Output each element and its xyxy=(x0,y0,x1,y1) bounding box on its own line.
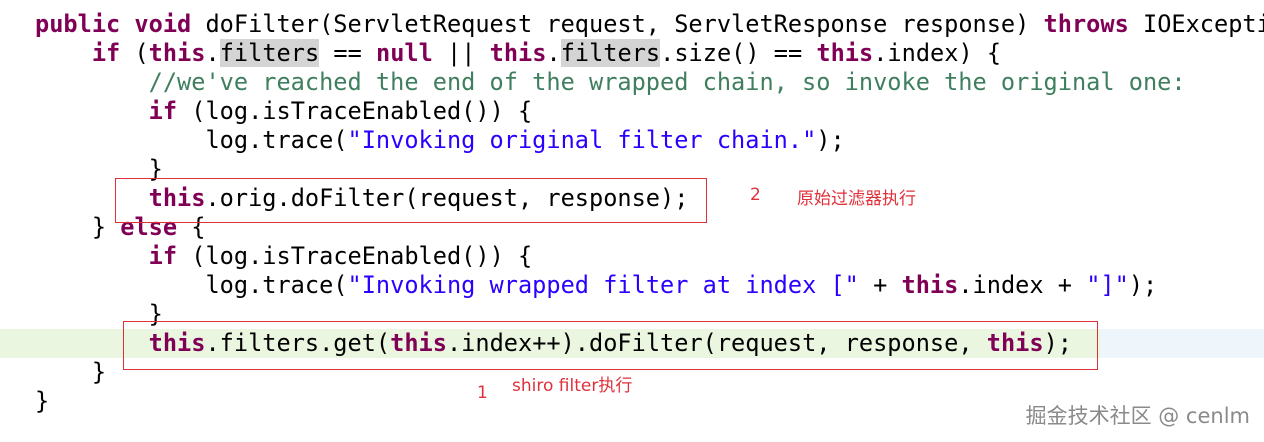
code-line[interactable]: this.filters.get(this.index++).doFilter(… xyxy=(35,329,1072,358)
code-line[interactable]: } xyxy=(35,387,49,416)
code-string: "Invoking wrapped filter at index [" xyxy=(347,271,859,299)
code-token xyxy=(35,68,149,96)
code-token: } xyxy=(35,387,50,415)
code-keyword: this xyxy=(489,39,547,67)
code-token: ); xyxy=(1128,271,1158,299)
code-token: || xyxy=(432,39,490,67)
annotation-number-1: 1 xyxy=(477,383,488,403)
code-token: .index++).doFilter(request, response, xyxy=(446,329,987,357)
code-keyword: else xyxy=(120,213,178,241)
current-line-highlight xyxy=(0,329,1264,358)
code-string: "]" xyxy=(1086,271,1129,299)
code-keyword: if xyxy=(91,39,121,67)
code-keyword: this xyxy=(148,329,206,357)
code-occurrence: filters xyxy=(560,39,661,67)
code-line[interactable]: if (this.filters == null || this.filters… xyxy=(35,39,1001,68)
code-string: "Invoking original filter chain." xyxy=(347,126,817,154)
code-line[interactable]: public void doFilter(ServletRequest requ… xyxy=(35,10,1264,39)
code-token: (log.isTraceEnabled()) { xyxy=(177,242,533,270)
code-token: } xyxy=(35,213,121,241)
code-token: } xyxy=(35,155,163,183)
code-line[interactable]: } xyxy=(35,358,106,387)
code-token: .index + xyxy=(958,271,1087,299)
code-token: .filters.get( xyxy=(205,329,391,357)
code-line[interactable]: log.trace("Invoking original filter chai… xyxy=(35,126,845,155)
code-token xyxy=(35,242,149,270)
code-token: (log.isTraceEnabled()) { xyxy=(177,97,533,125)
code-line[interactable]: //we've reached the end of the wrapped c… xyxy=(35,68,1186,97)
annotation-box-original-filter xyxy=(115,178,707,223)
annotation-label-original-filter: 原始过滤器执行 xyxy=(797,189,916,209)
annotation-number-2: 2 xyxy=(750,185,761,205)
code-line[interactable]: if (log.isTraceEnabled()) { xyxy=(35,97,533,126)
code-keyword: public void xyxy=(35,10,206,38)
code-keyword: if xyxy=(148,242,178,270)
code-token: } xyxy=(35,358,107,386)
code-keyword: this xyxy=(148,184,206,212)
code-token: log.trace( xyxy=(35,126,348,154)
annotation-label-shiro-filter: shiro filter执行 xyxy=(512,376,633,396)
code-keyword: throws xyxy=(1043,10,1129,38)
code-token: log.trace( xyxy=(35,271,348,299)
code-token: == xyxy=(319,39,376,67)
code-comment: //we've reached the end of the wrapped c… xyxy=(148,68,1186,96)
annotation-box-shiro-filter xyxy=(123,321,1098,370)
code-keyword: null xyxy=(375,39,433,67)
code-token: .orig.doFilter(request, response); xyxy=(205,184,689,212)
code-token: doFilter(ServletRequest request, Servlet… xyxy=(205,10,1044,38)
code-line[interactable]: this.orig.doFilter(request, response); xyxy=(35,184,689,213)
code-line[interactable]: } xyxy=(35,155,163,184)
code-keyword: this xyxy=(986,329,1044,357)
code-token: + xyxy=(858,271,902,299)
code-token: . xyxy=(546,39,561,67)
code-line[interactable]: log.trace("Invoking wrapped filter at in… xyxy=(35,271,1157,300)
code-keyword: this xyxy=(901,271,959,299)
watermark: 掘金技术社区 @ cenlm xyxy=(1025,404,1250,428)
code-token: { xyxy=(177,213,206,241)
code-token: ); xyxy=(1043,329,1072,357)
code-token xyxy=(35,97,149,125)
code-token: ); xyxy=(816,126,845,154)
code-line[interactable]: } else { xyxy=(35,213,206,242)
code-token: .index) { xyxy=(873,39,1002,67)
code-token xyxy=(35,39,92,67)
code-token: IOExceptio xyxy=(1142,10,1264,38)
code-token: . xyxy=(205,39,220,67)
code-token: ( xyxy=(120,39,149,67)
code-keyword: if xyxy=(148,97,178,125)
code-occurrence: filters xyxy=(219,39,320,67)
code-line[interactable]: if (log.isTraceEnabled()) { xyxy=(35,242,533,271)
code-keyword: this xyxy=(816,39,874,67)
code-keyword: this xyxy=(390,329,447,357)
code-keyword: this xyxy=(148,39,206,67)
code-token: .size() == xyxy=(660,39,817,67)
